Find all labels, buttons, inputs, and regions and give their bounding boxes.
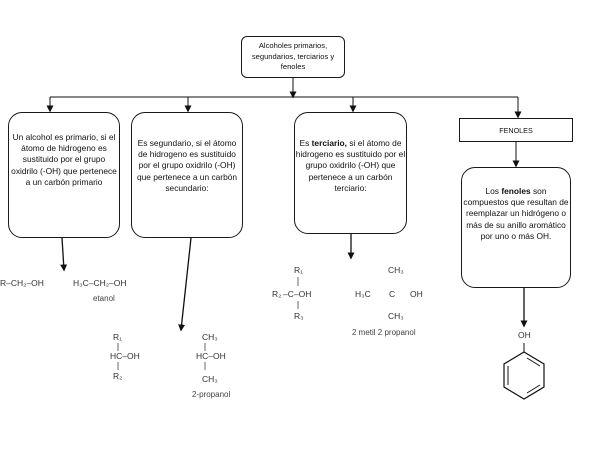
root-concept-box: Alcoholes primarios, segundarios, tercia… — [241, 36, 345, 78]
arrow-primario-example — [60, 237, 68, 272]
tertiary-center: –C–OH — [283, 289, 311, 299]
methylpropanol-bottom: CH₃ — [388, 311, 404, 321]
secondary-r2: R₂ — [113, 371, 122, 381]
terciario-text: Es terciario, si el átomo de hidrogeno e… — [295, 138, 406, 194]
fenoles-text-pre: Los — [485, 186, 502, 196]
tertiary-r1: R₁ — [294, 265, 303, 275]
primario-box: Un alcohol es primario, si el átomo de h… — [8, 112, 120, 238]
tertiary-r3: R₃ — [294, 311, 304, 321]
primary-formula: R–CH₂–OH — [0, 278, 44, 288]
fenoles-text-post: son compuestos que resultan de reemplaza… — [463, 186, 569, 241]
propanol-bottom: CH₃ — [202, 374, 218, 384]
terciario-box: Es terciario, si el átomo de hidrogeno e… — [294, 112, 407, 234]
terciario-text-pre: Es — [299, 138, 312, 148]
phenol-oh-label: OH — [518, 330, 531, 340]
propanol-top: CH₃ — [202, 332, 218, 342]
ethanol-name: etanol — [93, 294, 115, 303]
phenol-benzene-ring-icon — [503, 343, 545, 400]
fenoles-header-box: FENOLES — [459, 118, 573, 142]
ethanol-formula: H₃C–CH₂–OH — [73, 278, 127, 288]
tertiary-r2: R₂ — [272, 289, 281, 299]
terciario-text-bold: terciario, — [311, 138, 348, 148]
propanol-name: 2-propanol — [192, 390, 230, 399]
methylpropanol-name: 2 metil 2 propanol — [352, 328, 416, 337]
root-concept-text: Alcoholes primarios, segundarios, tercia… — [251, 41, 335, 72]
secondary-center: HC–OH — [110, 351, 140, 361]
fenoles-box: Los fenoles son compuestos que resultan … — [461, 167, 571, 288]
secundario-box: Es segundario, si el átomo de hidrogeno … — [131, 112, 243, 238]
fenoles-text-bold: fenoles — [501, 186, 531, 196]
methylpropanol-left: H₃C — [355, 289, 371, 299]
methylpropanol-center: C — [389, 289, 395, 299]
terciario-text-post: si el átomo de hidrogeno es sustituido p… — [295, 138, 406, 193]
arrow-secundario-example — [178, 237, 192, 332]
fenoles-text: Los fenoles son compuestos que resultan … — [462, 186, 570, 242]
fenoles-header-text: FENOLES — [499, 125, 533, 135]
methylpropanol-right: OH — [410, 289, 423, 299]
secondary-r1: R₁ — [113, 332, 122, 342]
primario-text: Un alcohol es primario, si el átomo de h… — [11, 132, 117, 187]
methylpropanol-top: CH₃ — [388, 265, 404, 275]
secundario-text: Es segundario, si el átomo de hidrogeno … — [136, 138, 238, 193]
propanol-center: HC–OH — [196, 351, 226, 361]
